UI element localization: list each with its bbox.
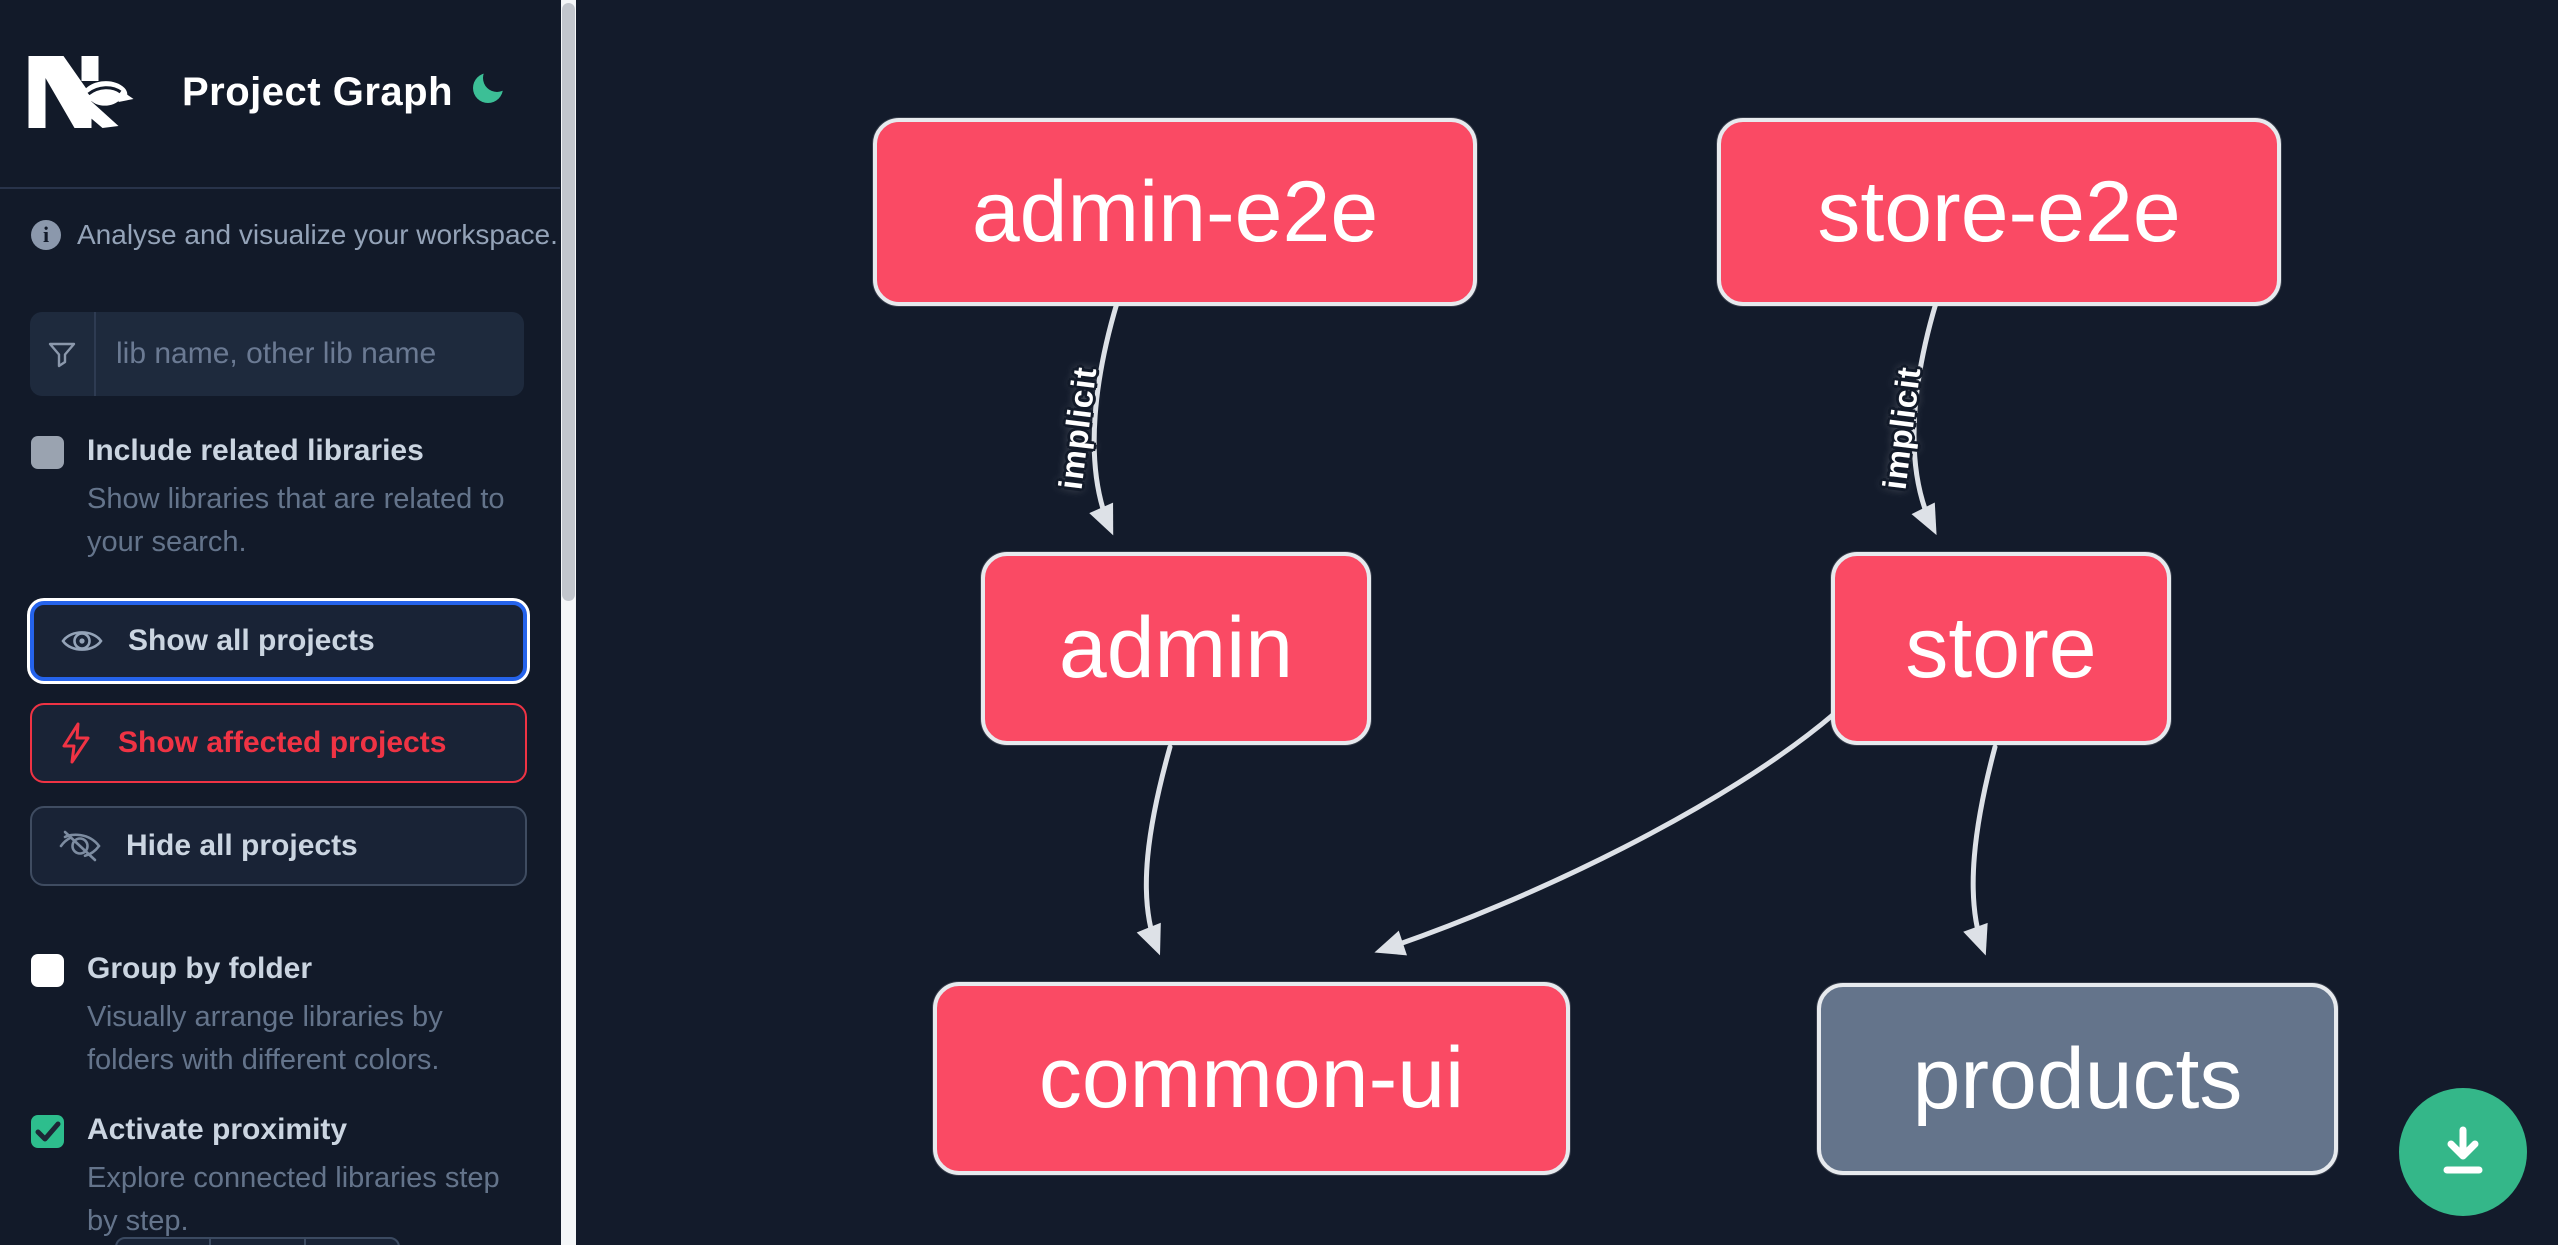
project-node-products[interactable]: products	[1817, 983, 2338, 1175]
info-icon: i	[31, 220, 61, 250]
show-affected-projects-button[interactable]: Show affected projects	[30, 703, 527, 783]
dependency-edges	[1089, 300, 1998, 956]
checkbox-include-related[interactable]	[31, 436, 64, 469]
checkbox-group-by-folder[interactable]	[31, 954, 64, 987]
eye-off-icon	[59, 830, 101, 862]
page-title: Project Graph	[182, 70, 454, 114]
toggle-description: Explore connected libraries step by step…	[87, 1162, 500, 1237]
segment-button[interactable]	[306, 1239, 398, 1245]
download-graph-button[interactable]	[2399, 1088, 2527, 1216]
sidebar-header: Project Graph	[0, 0, 560, 189]
button-label: Show all projects	[128, 624, 375, 657]
project-node-store-e2e[interactable]: store-e2e	[1717, 118, 2281, 306]
search-bar	[30, 312, 524, 396]
workspace-tagline: i Analyse and visualize your workspace.	[31, 219, 558, 251]
edge-admin-e2e-admin	[1089, 300, 1120, 536]
bottom-segmented-control[interactable]	[115, 1237, 400, 1245]
toggle-label: Include related libraries	[87, 434, 424, 467]
project-node-admin[interactable]: admin	[981, 552, 1371, 745]
sidebar-scrollbar-track[interactable]	[561, 0, 576, 1245]
show-all-projects-button[interactable]: Show all projects	[30, 601, 527, 681]
segment-button[interactable]	[211, 1239, 306, 1245]
tagline-text: Analyse and visualize your workspace.	[77, 219, 558, 250]
edge-store-common-ui	[1374, 711, 1837, 956]
download-icon	[2443, 1126, 2483, 1174]
moon-icon	[473, 72, 503, 103]
bolt-icon	[62, 722, 90, 764]
check-icon	[35, 1121, 61, 1142]
toggle-description: Visually arrange libraries by folders wi…	[87, 1001, 443, 1076]
toggle-label: Activate proximity	[87, 1113, 348, 1146]
theme-toggle-button[interactable]	[464, 62, 516, 114]
graph-canvas[interactable]: admin-e2e store-e2e admin store common-u…	[576, 0, 2558, 1245]
button-label: Hide all projects	[126, 829, 358, 862]
sidebar: Project Graph i Analyse and visualize yo…	[0, 0, 560, 1245]
toggle-label: Group by folder	[87, 952, 312, 985]
search-input[interactable]	[96, 312, 524, 396]
project-node-store[interactable]: store	[1831, 552, 2171, 745]
filter-funnel-icon	[30, 312, 96, 396]
button-label: Show affected projects	[118, 726, 447, 759]
project-node-admin-e2e[interactable]: admin-e2e	[873, 118, 1477, 306]
nx-logo-icon	[28, 56, 134, 128]
segment-button[interactable]	[117, 1239, 212, 1245]
edge-store-products	[1963, 744, 1998, 956]
hide-all-projects-button[interactable]: Hide all projects	[30, 806, 527, 886]
toggle-description: Show libraries that are related to your …	[87, 483, 505, 558]
checkbox-activate-proximity[interactable]	[31, 1115, 64, 1148]
edge-store-e2e-store	[1911, 300, 1939, 536]
edge-admin-common-ui	[1136, 744, 1173, 956]
project-node-common-ui[interactable]: common-ui	[933, 982, 1570, 1175]
eye-icon	[61, 631, 103, 651]
sidebar-scrollbar-thumb[interactable]	[562, 3, 575, 601]
